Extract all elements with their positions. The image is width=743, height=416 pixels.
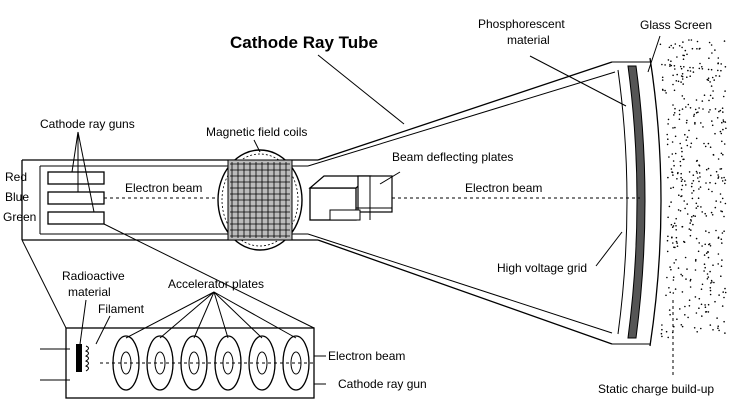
coils-leader <box>253 139 261 153</box>
cathode-ray-guns-label: Cathode ray guns <box>40 117 135 131</box>
electron-beam-left-label: Electron beam <box>125 181 202 195</box>
accelerator-leaders <box>125 291 297 339</box>
diagram-title: Cathode Ray Tube <box>230 33 378 52</box>
glass-leader <box>647 35 661 73</box>
electron-beam-gun-label: Electron beam <box>328 349 405 363</box>
phosphorescent-label-2: material <box>507 33 550 47</box>
green-label: Green <box>3 210 36 224</box>
static-charge-dots <box>659 39 727 339</box>
filament-label: Filament <box>98 302 145 316</box>
funnel-bottom-inner <box>307 233 613 334</box>
radioactive-leader <box>79 299 87 345</box>
accelerator-plates-label: Accelerator plates <box>168 277 264 291</box>
phosphorescent-layer <box>627 65 646 339</box>
beam-deflecting-plates-label: Beam deflecting plates <box>392 150 513 164</box>
grid-leader <box>595 231 623 267</box>
filament-leader <box>95 315 111 345</box>
funnel-top-inner <box>307 71 616 167</box>
blue-label: Blue <box>5 190 29 204</box>
gun-red <box>47 171 105 185</box>
phosphor-leader <box>529 55 627 107</box>
guns-leader-3 <box>77 131 95 213</box>
radioactive-label-2: material <box>68 285 111 299</box>
static-charge-label: Static charge build-up <box>598 382 714 396</box>
funnel-bottom-outer <box>317 239 613 345</box>
radioactive-label-1: Radioactive <box>62 269 125 283</box>
magnetic-field-coils-label: Magnetic field coils <box>206 125 307 139</box>
plates-leader <box>379 171 401 185</box>
gun-green <box>47 211 105 225</box>
phosphorescent-label-1: Phosphorescent <box>478 17 565 31</box>
magnetic-field-coils <box>217 149 303 251</box>
gun-detail-inset <box>21 223 315 399</box>
funnel-top-outer <box>317 61 613 161</box>
screen-rim <box>612 61 650 345</box>
guns-leader-1 <box>71 131 79 173</box>
beam-deflecting-plates <box>308 175 393 221</box>
high-voltage-grid <box>617 69 628 335</box>
red-label: Red <box>5 170 27 184</box>
glass-screen <box>649 57 662 347</box>
title-leader <box>317 54 405 125</box>
glass-screen-label: Glass Screen <box>640 18 712 32</box>
gun-blue <box>47 191 105 205</box>
electron-beam-right-label: Electron beam <box>465 181 542 195</box>
high-voltage-grid-label: High voltage grid <box>497 261 587 275</box>
cathode-ray-gun-label: Cathode ray gun <box>338 377 427 391</box>
